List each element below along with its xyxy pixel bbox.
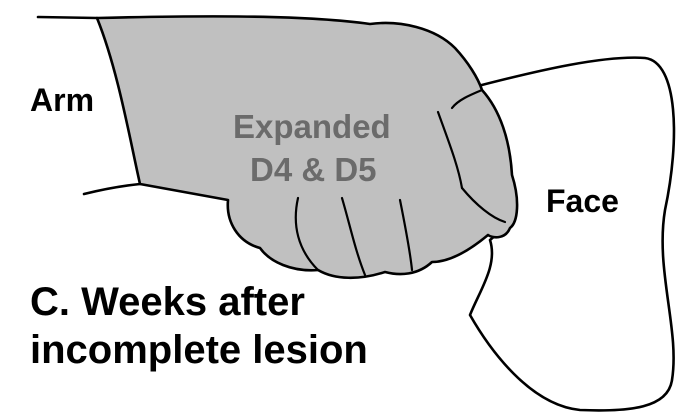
expanded-label-line2: D4 & D5 (250, 151, 377, 188)
crease-line (436, 110, 464, 190)
crease-line (460, 186, 507, 224)
arm-region-bottom-edge (82, 182, 142, 196)
crease-line (294, 196, 320, 272)
caption-line2: incomplete lesion (30, 328, 368, 372)
arm-region-top-edge (36, 15, 99, 20)
face-label: Face (546, 183, 619, 219)
face-region (468, 56, 676, 412)
arm-label: Arm (30, 82, 95, 118)
crease-line (340, 196, 367, 277)
caption-line1: C. Weeks after (30, 280, 305, 324)
crease-line (450, 88, 484, 110)
expanded-label-line1: Expanded (233, 108, 391, 145)
expanded-d4-d5-region (95, 15, 519, 280)
crease-line (398, 198, 414, 272)
